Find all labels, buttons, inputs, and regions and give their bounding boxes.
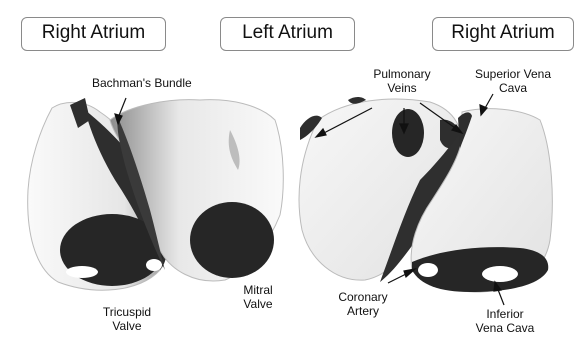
label-coronary-artery-line1: Coronary [330, 290, 396, 304]
label-mitral-valve-line1: Mitral [233, 283, 283, 297]
label-superior-vena-cava: Superior Vena Cava [465, 67, 561, 95]
label-pulmonary-veins: Pulmonary Veins [360, 67, 444, 95]
label-tricuspid-valve-line1: Tricuspid [92, 305, 162, 319]
label-inferior-vena-cava-line2: Vena Cava [465, 321, 545, 335]
label-tricuspid-valve: Tricuspid Valve [92, 305, 162, 333]
label-superior-vena-cava-line1: Superior Vena [465, 67, 561, 81]
label-inferior-vena-cava: Inferior Vena Cava [465, 307, 545, 335]
label-inferior-vena-cava-line1: Inferior [465, 307, 545, 321]
label-bachmans-bundle: Bachman's Bundle [92, 76, 192, 90]
mitral-valve-shape [190, 202, 274, 278]
label-pulmonary-veins-line1: Pulmonary [360, 67, 444, 81]
label-mitral-valve: Mitral Valve [233, 283, 283, 311]
label-tricuspid-valve-line2: Valve [92, 319, 162, 333]
header-left-atrium: Left Atrium [220, 17, 355, 51]
label-coronary-artery-line2: Artery [330, 304, 396, 318]
pulmonary-vein-opening [392, 109, 424, 157]
header-right-atrium-right: Right Atrium [432, 17, 574, 51]
label-pulmonary-veins-line2: Veins [360, 81, 444, 95]
label-mitral-valve-line2: Valve [233, 297, 283, 311]
label-coronary-artery: Coronary Artery [330, 290, 396, 318]
label-superior-vena-cava-line2: Cava [465, 81, 561, 95]
header-right-atrium-left: Right Atrium [21, 17, 166, 51]
